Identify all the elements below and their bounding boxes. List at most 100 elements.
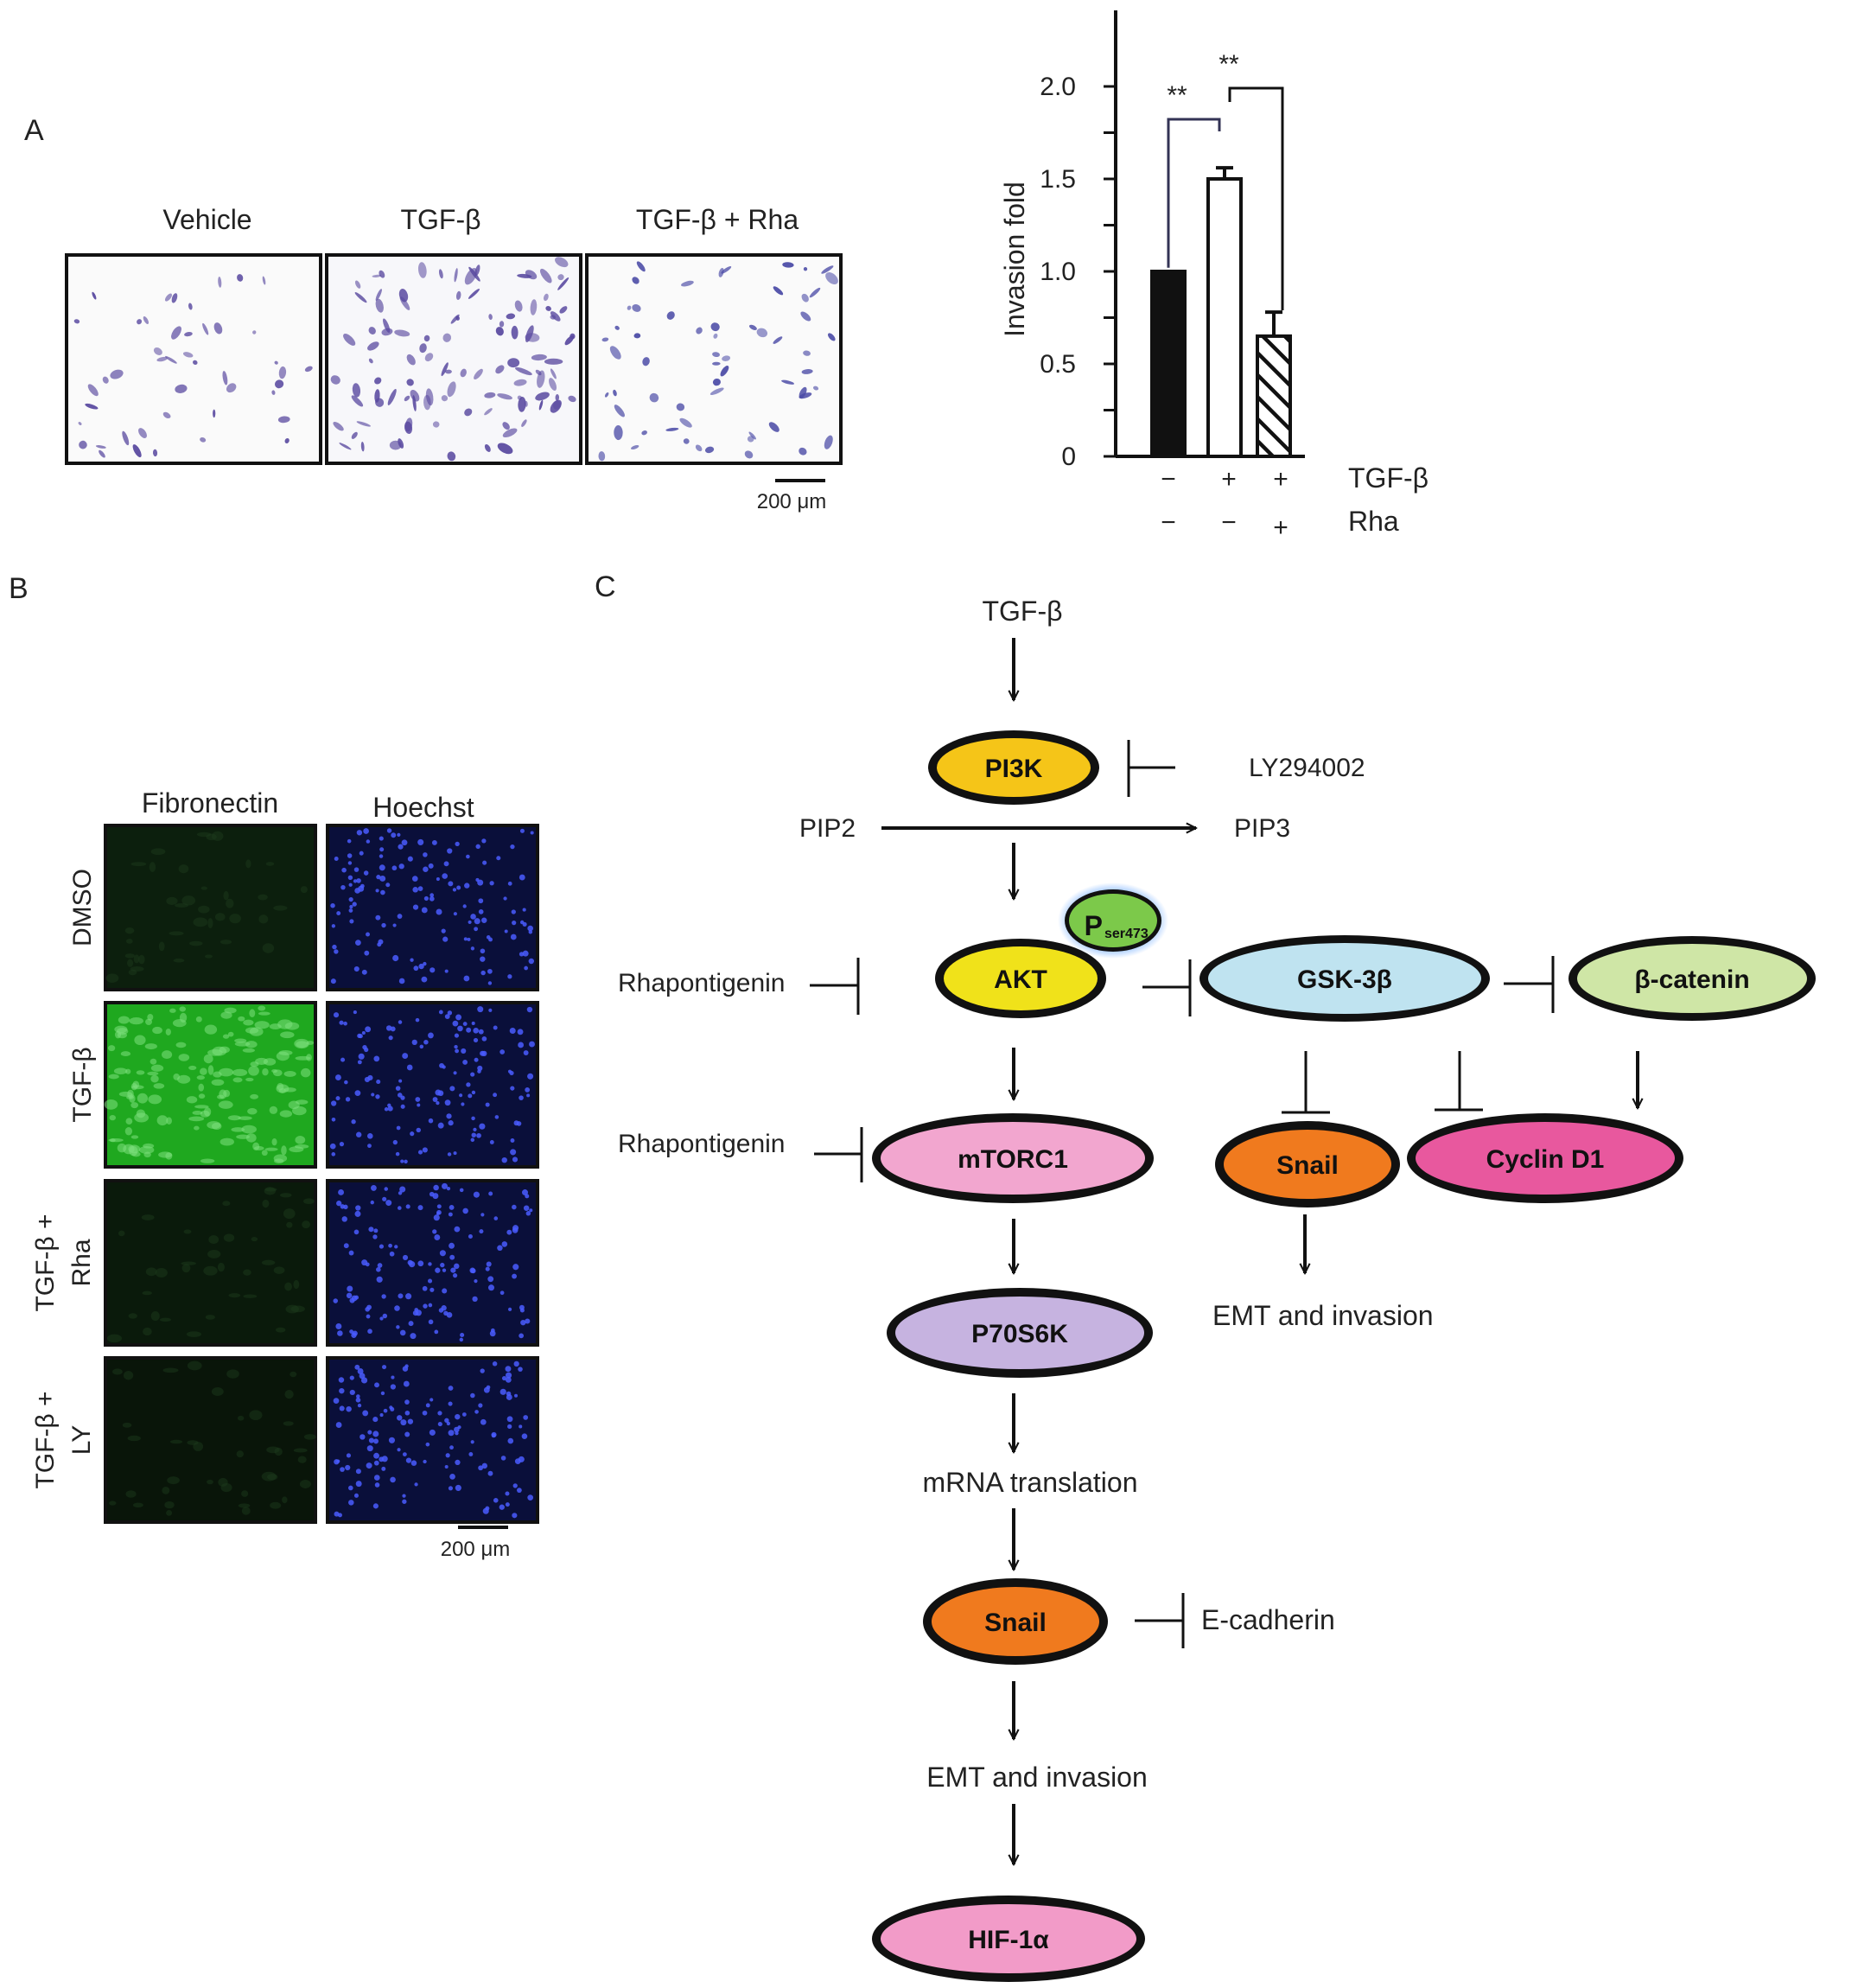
cell-speck <box>521 419 527 427</box>
nucleus-dot <box>404 1410 410 1416</box>
nucleus-dot <box>396 1125 401 1131</box>
nucleus-dot <box>447 848 453 854</box>
nucleus-dot <box>430 1398 434 1402</box>
nucleus-dot <box>422 1410 428 1416</box>
nucleus-dot <box>519 1424 523 1429</box>
nucleus-dot <box>428 1319 434 1325</box>
cell-speck <box>598 451 606 462</box>
nucleus-dot <box>474 1279 478 1284</box>
fibronectin-speck <box>118 1230 125 1237</box>
nucleus-dot <box>485 1266 490 1271</box>
cell-speck <box>531 354 547 361</box>
nucleus-dot <box>359 1373 366 1379</box>
nucleus-dot <box>513 1360 519 1367</box>
condition-mark: + <box>1273 513 1289 542</box>
cell-speck <box>495 365 505 374</box>
cell-speck <box>502 428 518 438</box>
nucleus-dot <box>423 1039 429 1045</box>
cell-speck <box>722 355 731 361</box>
cell-speck <box>354 280 361 289</box>
cell-speck <box>122 430 130 446</box>
scale-bar-b-label: 200 μm <box>441 1538 511 1561</box>
nucleus-dot <box>404 1399 410 1405</box>
inhibition-ly-pi3k <box>1127 740 1175 797</box>
nucleus-dot <box>354 1090 361 1097</box>
nucleus-dot <box>375 1094 380 1099</box>
fibronectin-image-row-1 <box>104 824 317 991</box>
fibronectin-speck <box>207 1479 213 1485</box>
fibronectin-speck <box>245 1027 259 1034</box>
cell-speck <box>188 303 193 310</box>
cell-speck <box>85 403 99 410</box>
nucleus-dot <box>454 1226 461 1233</box>
panel-label-a: A <box>24 114 44 147</box>
fibronectin-speck <box>148 1094 162 1105</box>
fibronectin-speck <box>196 1075 206 1080</box>
node-snail-right: Snail <box>1215 1121 1400 1207</box>
nucleus-dot <box>446 1113 452 1119</box>
nucleus-dot <box>442 1288 448 1294</box>
nucleus-dot <box>398 978 405 984</box>
significance-bracket-2 <box>1228 86 1284 310</box>
nucleus-dot <box>347 838 352 844</box>
fibronectin-speck <box>196 832 212 838</box>
fibronectin-speck <box>261 1150 268 1156</box>
image-title-tgfb: TGF-β <box>400 204 480 235</box>
fibronectin-speck <box>203 1107 212 1117</box>
nucleus-dot <box>411 1039 417 1046</box>
nucleus-dot <box>428 1118 434 1124</box>
cell-speck <box>271 390 276 395</box>
nucleus-dot <box>506 1394 512 1400</box>
fibronectin-speck <box>207 1065 214 1075</box>
y-tick-label: 0 <box>1061 443 1076 471</box>
nucleus-dot <box>446 1311 453 1318</box>
nucleus-dot <box>396 1325 400 1329</box>
fibronectin-speck <box>136 1109 146 1118</box>
fibronectin-image-row-4 <box>104 1356 317 1524</box>
nucleus-dot <box>466 1027 472 1033</box>
fibronectin-speck <box>125 1490 137 1498</box>
nucleus-dot <box>461 1102 465 1106</box>
nucleus-dot <box>340 1467 345 1472</box>
fibronectin-speck <box>273 1266 285 1274</box>
nucleus-dot <box>390 1384 397 1390</box>
cell-speck <box>568 395 576 403</box>
fibronectin-speck <box>162 1367 179 1373</box>
fibronectin-speck <box>241 1490 249 1497</box>
fibronectin-speck <box>128 1313 137 1319</box>
nucleus-dot <box>363 870 369 876</box>
cell-speck <box>423 394 431 411</box>
nucleus-dot <box>372 1503 379 1509</box>
fibronectin-speck <box>271 1069 278 1074</box>
cell-speck <box>748 431 756 440</box>
nucleus-dot <box>512 1156 519 1163</box>
fibronectin-speck <box>236 1450 245 1458</box>
node-pi3k-label: PI3K <box>985 755 1043 783</box>
nucleus-dot <box>331 924 336 928</box>
nucleus-dot <box>499 1290 505 1296</box>
nucleus-dot <box>481 1050 487 1057</box>
nucleus-dot <box>472 1296 478 1303</box>
nucleus-dot <box>360 1434 366 1440</box>
fibronectin-speck <box>279 1110 293 1118</box>
nucleus-dot <box>471 1116 475 1121</box>
nucleus-dot <box>489 1140 494 1144</box>
nucleus-dot <box>379 1244 385 1249</box>
cell-speck <box>513 379 527 386</box>
nucleus-dot <box>376 1267 381 1272</box>
nucleus-dot <box>505 1502 510 1507</box>
fibronectin-speck <box>166 896 178 905</box>
nucleus-dot <box>388 1243 392 1248</box>
nucleus-dot <box>347 875 353 881</box>
cell-speck <box>821 265 834 274</box>
cell-speck <box>484 392 496 398</box>
nucleus-dot <box>530 831 534 835</box>
cell-speck <box>110 369 124 379</box>
nucleus-dot <box>522 908 526 912</box>
fibronectin-speck <box>143 1143 155 1149</box>
fibronectin-speck <box>228 1293 241 1298</box>
nucleus-dot <box>370 1184 377 1191</box>
nucleus-dot <box>379 1316 384 1321</box>
nucleus-dot <box>396 1415 403 1421</box>
nucleus-dot <box>448 1401 453 1406</box>
